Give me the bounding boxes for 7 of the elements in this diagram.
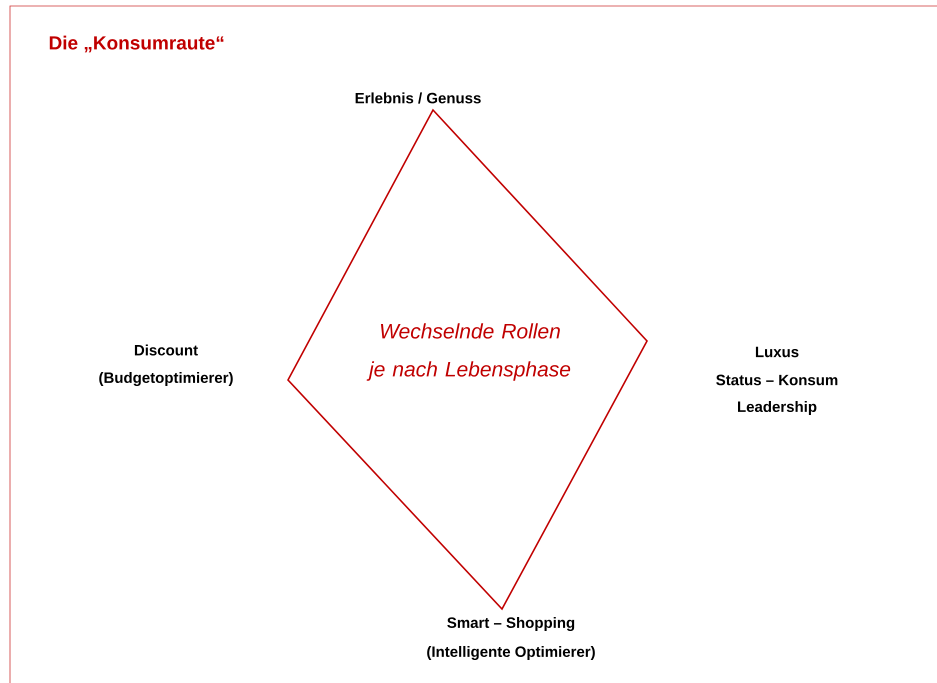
title: Die „Konsumraute“ — [50, 36, 224, 52]
corner-label: Status – Konsum — [716, 374, 838, 386]
corner-label: (Budgetoptimierer) — [99, 372, 233, 386]
corner-label: Discount — [134, 344, 198, 356]
corner-label: Luxus — [756, 346, 798, 358]
corner-label: (Intelligente Optimierer) — [427, 646, 595, 660]
corner-label: Leadership — [738, 401, 816, 415]
